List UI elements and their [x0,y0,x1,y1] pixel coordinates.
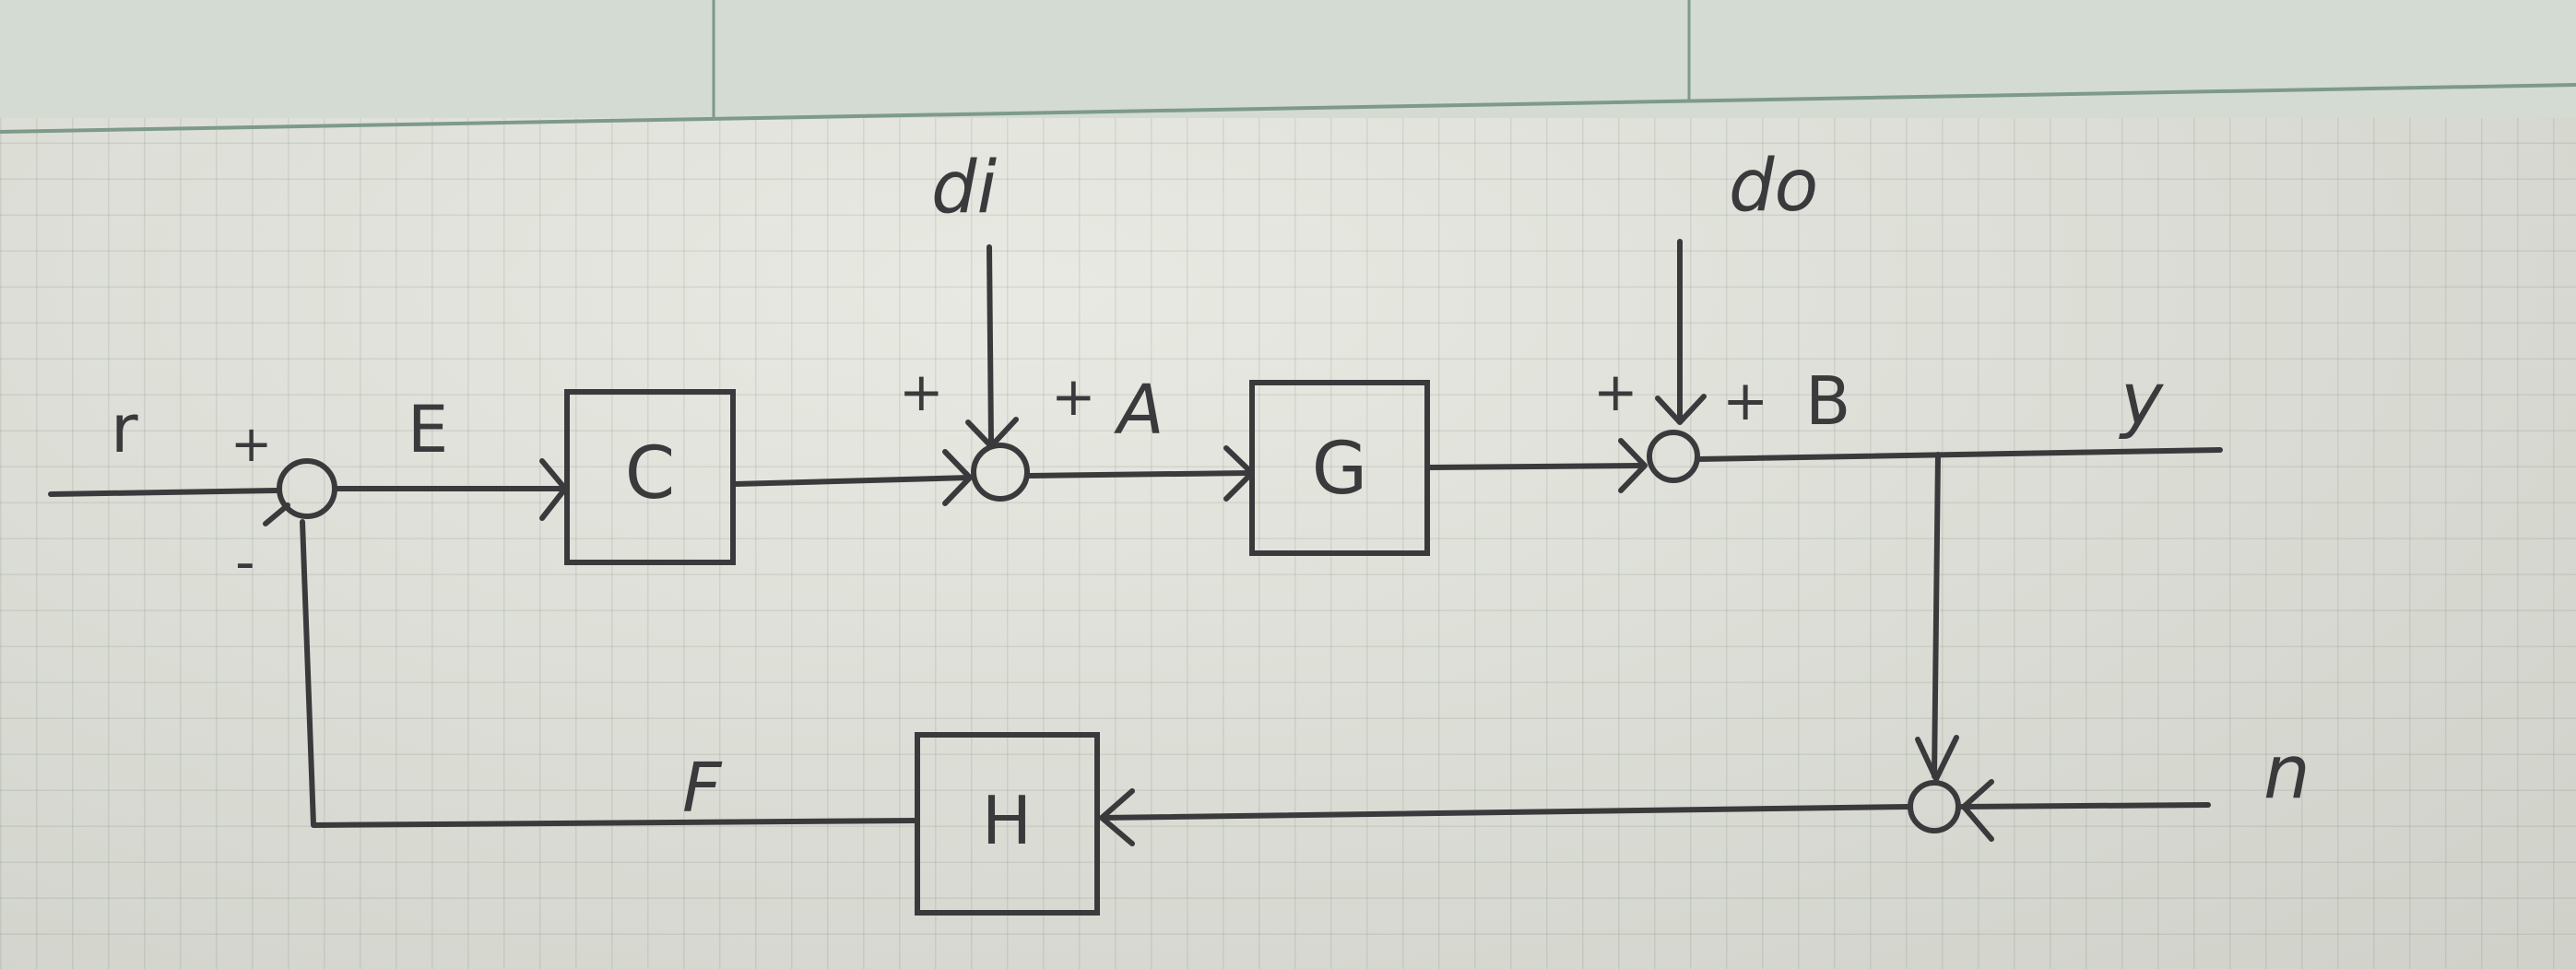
sign-sum1-feedback: - [235,530,255,595]
arrowhead-G-out [1618,438,1648,493]
signal-label-F: F [682,749,723,828]
arrowhead-n [1961,779,1994,842]
arrowhead-do [1655,394,1707,425]
sum1-input-arrow [263,502,290,526]
block-H-label: H [982,782,1032,859]
signal-label-E: E [408,392,448,467]
signal-label-A: A [1114,371,1164,450]
summing-junction-4 [1908,780,1961,833]
signal-line-G-out [1426,463,1646,470]
arrowhead-di [965,417,1019,449]
signal-label-y: y [2119,359,2165,442]
arrowhead-C-out [942,449,973,506]
block-C-label: C [625,432,675,515]
signal-label-n: n [2263,729,2310,815]
sign-sum2-left: + [899,360,944,423]
signal-label-B: B [1805,362,1850,440]
summing-junction-3 [1647,430,1700,483]
signal-line-A [1027,470,1252,479]
arrowhead-to-H [1099,788,1135,846]
noise-line-n [1959,802,2211,809]
sign-sum3-left: + [1593,360,1638,423]
sign-sum3-top: + [1722,369,1768,433]
sign-sum2-top: + [1051,365,1096,428]
feedback-line-F [300,519,918,828]
block-H [915,732,1100,916]
output-line-y [1696,447,2223,462]
signal-line-to-H [1099,804,1911,821]
block-G-label: G [1312,428,1367,511]
top-grid-strip [0,0,2576,118]
page-divider-line [0,83,2576,134]
signal-label-r: r [111,390,138,467]
disturbance-line-di [987,244,994,445]
signal-label-do: do [1729,145,1818,228]
sign-sum1-input: + [230,415,272,473]
signal-label-di: di [931,147,998,230]
feedback-tap-line [1932,452,1941,779]
block-C [564,389,736,565]
input-line-r [48,488,279,497]
signal-line-C-out [732,475,973,487]
arrowhead-feedback-tap [1915,735,1959,782]
summing-junction-2 [971,443,1030,502]
